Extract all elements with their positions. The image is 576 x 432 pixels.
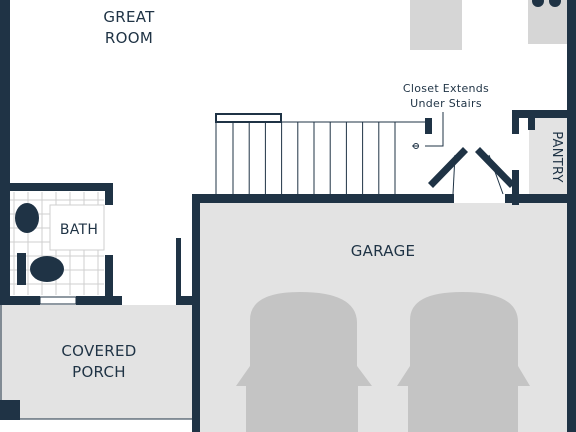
bath-label: BATH bbox=[60, 222, 98, 238]
sink-icon bbox=[15, 203, 39, 233]
garage-label: GARAGE bbox=[351, 242, 416, 260]
wall-pantry-right bbox=[567, 110, 576, 205]
toilet-icon bbox=[30, 256, 64, 282]
porch-label-line1: COVERED bbox=[61, 342, 136, 360]
great-room-label-line2: ROOM bbox=[105, 29, 153, 47]
kitchen-island-icon bbox=[410, 0, 462, 50]
porch-label-line2: PORCH bbox=[72, 363, 126, 381]
pantry-floor bbox=[529, 116, 568, 194]
porch-post bbox=[0, 400, 20, 420]
great-room-label-line1: GREAT bbox=[103, 8, 155, 26]
wall-left-great-room bbox=[0, 0, 10, 300]
wall-bath-bottom-right bbox=[76, 296, 122, 305]
wall-closet-right-upper bbox=[528, 110, 535, 130]
wall-partition-base bbox=[176, 296, 200, 305]
bath-tile-grid bbox=[10, 192, 105, 295]
wall-closet-right-mid bbox=[512, 170, 519, 205]
bath-door-threshold bbox=[39, 296, 77, 305]
car-silhouette-icon bbox=[397, 292, 530, 432]
burner-left bbox=[532, 0, 544, 7]
staircase bbox=[215, 113, 425, 194]
annotation-leader bbox=[425, 112, 444, 147]
wall-pantry-top bbox=[512, 110, 576, 118]
wall-garage-left bbox=[192, 194, 200, 432]
annotation-line2: Under Stairs bbox=[410, 97, 482, 110]
wall-bath-right-lower bbox=[105, 255, 113, 305]
wall-pantry-left bbox=[512, 110, 519, 134]
porch-floor bbox=[0, 305, 192, 419]
wall-garage-top-right bbox=[505, 194, 576, 203]
burner-right bbox=[549, 0, 561, 7]
wall-bath-bottom-left bbox=[0, 296, 40, 305]
closet-doors bbox=[428, 147, 515, 195]
wall-stair-end bbox=[425, 118, 432, 134]
wall-bath-right-upper bbox=[105, 183, 113, 205]
wall-right-top bbox=[567, 0, 576, 118]
pantry-label: PANTRY bbox=[549, 131, 564, 183]
wall-garage-top-left bbox=[192, 194, 454, 203]
wall-garage-right bbox=[567, 194, 576, 432]
stair-top-rail bbox=[215, 113, 282, 123]
wall-bath-top bbox=[0, 183, 112, 191]
car-silhouette-icon bbox=[236, 292, 372, 432]
wall-partition-stub bbox=[176, 238, 181, 296]
cooktop-icon bbox=[528, 0, 568, 44]
annotation-line1: Closet Extends bbox=[403, 82, 489, 95]
toilet-tank bbox=[17, 253, 26, 285]
